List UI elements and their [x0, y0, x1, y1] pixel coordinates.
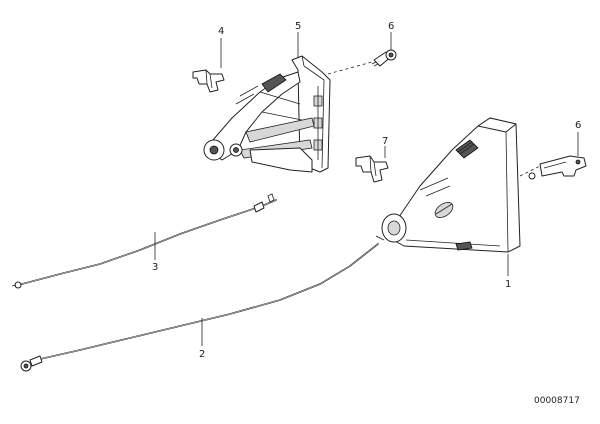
part-6-connector-right	[528, 155, 587, 180]
part-1-lock-housing	[381, 117, 541, 253]
part-4-clip	[192, 69, 225, 93]
part-7-clip	[355, 155, 389, 183]
callout-2: 2	[199, 349, 205, 360]
callout-6-top: 6	[388, 21, 394, 32]
callout-7: 7	[382, 136, 388, 147]
callout-3: 3	[152, 262, 158, 273]
callout-6-right: 6	[575, 120, 581, 131]
callout-5: 5	[295, 21, 301, 32]
part-6-screw-top	[371, 49, 397, 67]
document-number: 00008717	[534, 396, 580, 406]
callout-1: 1	[505, 279, 511, 290]
part-5-lock-mechanism	[203, 55, 373, 173]
part-3-cable	[11, 193, 277, 289]
part-2-cable	[20, 235, 385, 372]
callout-4: 4	[218, 26, 224, 37]
leader-lines	[154, 32, 579, 346]
